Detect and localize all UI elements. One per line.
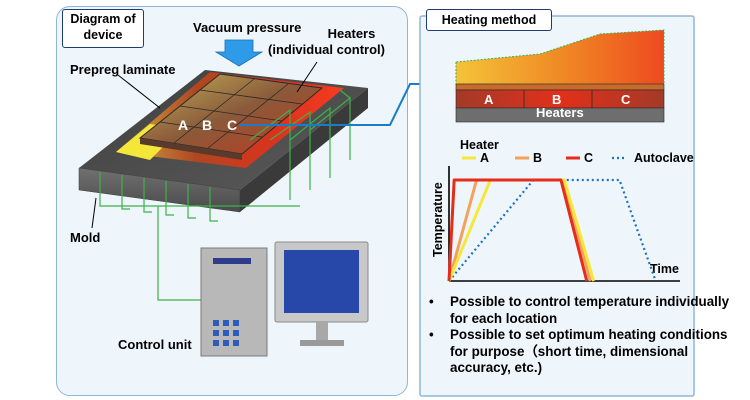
prepreg-laminate-front — [140, 138, 242, 160]
benefit-list: Possible to control temperature individu… — [426, 294, 744, 377]
zone-b-label: B — [202, 117, 213, 133]
control-unit-tower — [200, 247, 268, 357]
heaters-bar-label: Heaters — [536, 105, 584, 120]
legend-title: Heater — [460, 138, 499, 152]
vacuum-pressure-arrow — [214, 39, 264, 67]
heater-zone-b: B — [552, 92, 562, 107]
drive-slot — [213, 258, 251, 264]
device-title-line1: Diagram of — [70, 12, 136, 26]
device-diagram-title: Diagram of device — [62, 9, 144, 48]
heater-base — [455, 107, 665, 123]
series-line-autoclave — [448, 178, 657, 282]
legend-label-b: B — [533, 151, 542, 165]
legend-label-c: C — [584, 151, 593, 165]
x-axis-label: Time — [650, 262, 679, 276]
legend-label-a: A — [480, 151, 489, 165]
benefit-item: Possible to control temperature individu… — [426, 294, 744, 327]
heater-wiring — [99, 89, 351, 301]
heater-zone-c: C — [621, 92, 631, 107]
heating-method-title: Heating method — [426, 9, 552, 31]
prepreg-laminate-label: Prepreg laminate — [70, 62, 176, 77]
zone-c-label: C — [227, 117, 238, 133]
series-line-c — [447, 178, 589, 282]
heater-zone-a: A — [484, 92, 494, 107]
mold-side-face — [240, 88, 368, 212]
heaters-label-line2: (individual control) — [268, 42, 385, 57]
mold-label: Mold — [70, 230, 101, 245]
laminate-layer — [455, 83, 665, 91]
y-axis-label: Temperature — [431, 182, 445, 257]
benefit-item: Possible to set optimum heating conditio… — [426, 327, 744, 377]
zone-a-label: A — [178, 117, 189, 133]
control-unit-label: Control unit — [118, 337, 192, 352]
vacuum-pressure-label: Vacuum pressure — [193, 20, 302, 35]
heaters-label-line1: Heaters — [327, 26, 376, 41]
monitor-screen — [284, 250, 359, 313]
device-title-line2: device — [83, 28, 123, 42]
heaters-label: Heaters (individual control) — [268, 26, 385, 58]
legend-label-autoclave: Autoclave — [634, 151, 694, 165]
